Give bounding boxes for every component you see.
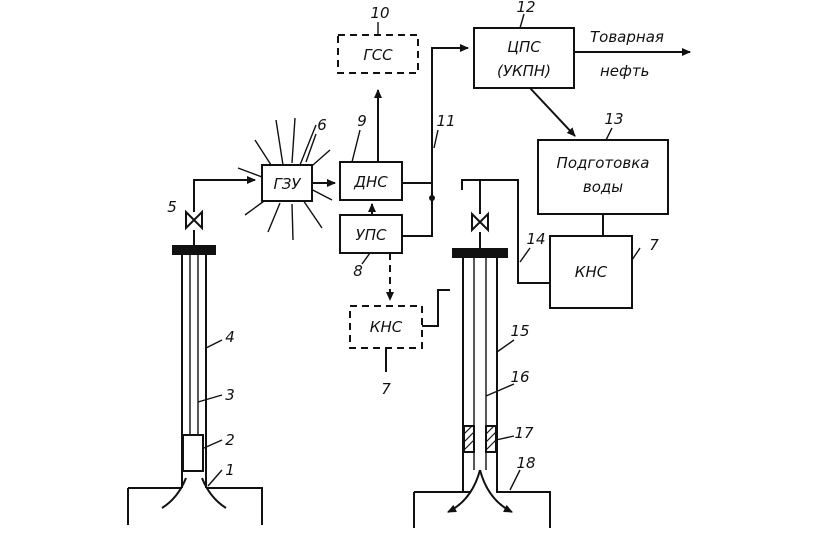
inj-valve: [471, 211, 489, 233]
packer-left: [463, 425, 475, 453]
kns-right-block: [549, 235, 633, 309]
num-17: 17: [514, 424, 534, 442]
num-5: 5: [167, 198, 177, 216]
ground-left: [127, 487, 263, 525]
dns-label: ДНС: [353, 173, 388, 191]
pump: [182, 434, 204, 472]
ups-label: УПС: [356, 226, 387, 244]
num-7-bottom: 7: [381, 380, 391, 398]
flow-ups-to-pipeline: [402, 183, 433, 237]
gzu-unit: ГЗУ: [237, 117, 333, 241]
packer-hatch: [463, 425, 497, 451]
num-18: 18: [516, 454, 535, 472]
num-12: 12: [516, 0, 535, 16]
valve-5: [185, 209, 203, 231]
num-2: 2: [225, 431, 235, 449]
tsps-label-1: ЦПС: [507, 38, 541, 56]
water-label-2: воды: [583, 178, 623, 196]
num-15: 15: [510, 322, 529, 340]
kns-dashed-block: [349, 305, 423, 349]
kns-right-label: КНС: [575, 263, 608, 281]
num-3: 3: [225, 386, 235, 404]
pipeline-11: [402, 44, 469, 184]
water-treatment-block: [537, 139, 669, 215]
leader-lines: [197, 13, 641, 491]
num-13: 13: [604, 110, 623, 128]
outflow-left: [447, 469, 481, 513]
gzu-rays: [237, 117, 333, 241]
production-well: [127, 176, 263, 525]
flow-well-to-gzu: [193, 176, 256, 212]
flow-tsps-to-water: [529, 87, 576, 137]
pipeline-14: [461, 179, 550, 284]
inflow-arrows-left: [161, 477, 227, 509]
num-10: 10: [370, 4, 389, 22]
output-label-2: нефть: [600, 62, 649, 80]
num-4: 4: [225, 328, 235, 346]
gzu-block: [261, 164, 313, 202]
inj-wellhead: [452, 248, 508, 258]
num-8: 8: [353, 262, 363, 280]
wellhead: [172, 245, 216, 255]
water-label-1: Подготовка: [557, 154, 650, 172]
num-11: 11: [436, 112, 455, 130]
tsps-label-2: (УКПН): [497, 62, 551, 80]
num-6: 6: [317, 116, 327, 134]
num-14: 14: [526, 230, 545, 248]
dns-block: [339, 161, 403, 201]
kns-dashed-label: КНС: [370, 318, 403, 336]
output-label-1: Товарная: [590, 28, 664, 46]
tsps-block: [473, 27, 575, 89]
ups-block: [339, 214, 403, 254]
junction-11: [429, 195, 435, 201]
num-9: 9: [357, 112, 367, 130]
injection-well: [413, 180, 551, 528]
num-7-right: 7: [649, 236, 659, 254]
flow-kns-dashed-to-injection: [422, 289, 450, 327]
ground-right: [413, 491, 551, 528]
num-1: 1: [225, 461, 235, 479]
num-16: 16: [510, 368, 529, 386]
packer-right: [485, 425, 497, 453]
outflow-right: [479, 469, 513, 513]
gzu-label: ГЗУ: [273, 175, 301, 193]
gss-label: ГСС: [363, 46, 393, 64]
